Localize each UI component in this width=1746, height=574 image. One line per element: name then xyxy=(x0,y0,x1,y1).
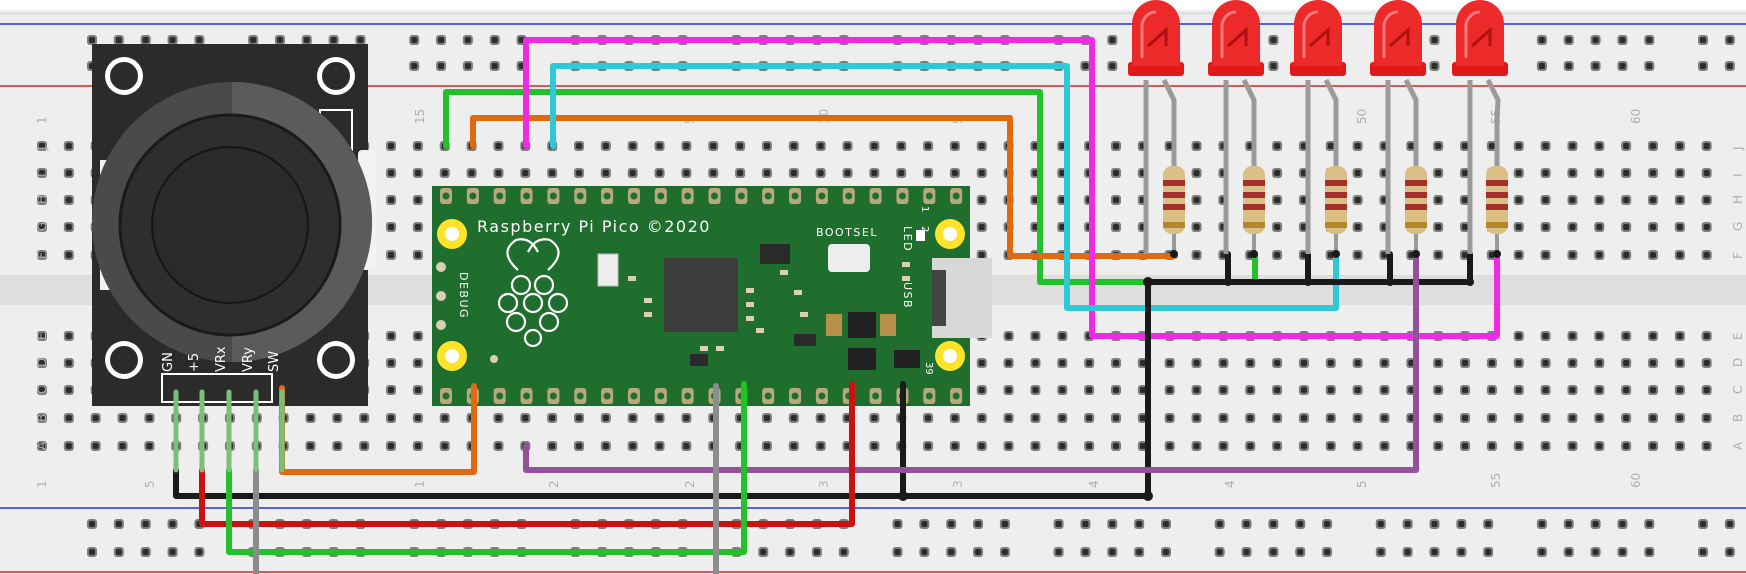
column-number: 50 xyxy=(1355,109,1369,124)
row-letter: H xyxy=(1731,195,1745,204)
row-letter: E xyxy=(35,332,49,340)
row-letter: A xyxy=(1731,441,1745,450)
row-letters-right: J I H G F E D C B A xyxy=(1731,146,1745,450)
resistor xyxy=(1163,166,1185,258)
column-number: 1 xyxy=(413,480,427,488)
led-array xyxy=(1128,0,1508,258)
wire-green-bottom xyxy=(226,381,747,555)
joystick-pin-label: VRx xyxy=(214,346,229,372)
pico-title: Raspberry Pi Pico ©2020 xyxy=(477,217,711,236)
row-letter: H xyxy=(35,195,49,204)
column-number: 60 xyxy=(1629,473,1643,488)
row-letter: C xyxy=(1731,386,1745,394)
pin-39-label: 39 xyxy=(923,362,934,375)
bootsel-button[interactable] xyxy=(828,244,870,272)
joystick-header-pins xyxy=(173,389,285,473)
column-number: 2 xyxy=(683,480,697,488)
jumper-wires xyxy=(173,37,1500,574)
column-number: 55 xyxy=(1489,473,1503,488)
joystick-pin-label: SW xyxy=(267,351,282,372)
row-letter: G xyxy=(1731,222,1745,231)
joystick-knob xyxy=(151,146,309,304)
wire-red xyxy=(199,381,855,527)
pico-castellated-pads xyxy=(440,188,963,404)
wire-black-ground xyxy=(173,279,1151,499)
led-label: LED xyxy=(901,226,914,252)
column-number: 1 xyxy=(35,480,49,488)
row-letter: J xyxy=(1731,146,1745,151)
resistor xyxy=(1325,166,1347,258)
joystick-pin-label: +5 xyxy=(187,353,202,372)
red-led xyxy=(1290,0,1346,254)
row-letter: D xyxy=(1731,358,1745,367)
red-led xyxy=(1128,0,1184,254)
wire-green-top xyxy=(443,89,1151,285)
crystal xyxy=(597,253,619,287)
column-number: 2 xyxy=(547,480,561,488)
row-letter: G xyxy=(35,222,49,231)
row-letter: I xyxy=(35,173,49,177)
row-letter: F xyxy=(1731,252,1745,259)
column-number: 1 xyxy=(35,116,49,124)
wire-magenta xyxy=(523,37,1500,339)
row-letter: E xyxy=(1731,332,1745,340)
raspberry-pi-pico: Raspberry Pi Pico ©2020 BOOTSEL DEBUG US… xyxy=(432,186,992,406)
joystick-module: GN +5 VRx VRy SW xyxy=(92,44,376,406)
column-number: 4 xyxy=(1223,480,1237,488)
row-letter: A xyxy=(35,441,49,450)
row-letter: C xyxy=(35,386,49,394)
column-number: 5 xyxy=(143,480,157,488)
resistor xyxy=(1486,166,1508,258)
column-number: 3 xyxy=(951,480,965,488)
resistor xyxy=(1243,166,1265,258)
onboard-led xyxy=(916,230,925,241)
wire-cyan xyxy=(550,63,1339,311)
raspberry-logo-icon xyxy=(497,238,569,348)
red-led xyxy=(1452,0,1508,254)
row-letter: D xyxy=(35,358,49,367)
rp2040-chip xyxy=(664,258,738,332)
column-number: 5 xyxy=(1355,480,1369,488)
joystick-pin-label: GN xyxy=(161,352,176,372)
row-letter: B xyxy=(1731,414,1745,422)
row-letters-left: J I H G F E D C B A xyxy=(35,146,49,450)
pin-2-label: 2 xyxy=(919,226,930,232)
row-letter: B xyxy=(35,414,49,422)
debug-label: DEBUG xyxy=(457,272,470,319)
red-led xyxy=(1208,0,1264,254)
resistor xyxy=(1405,166,1427,258)
column-number: 60 xyxy=(1629,109,1643,124)
joystick-header xyxy=(161,373,273,403)
red-led xyxy=(1370,0,1426,254)
row-letter: F xyxy=(35,252,49,259)
column-number: 3 xyxy=(817,480,831,488)
bootsel-label: BOOTSEL xyxy=(816,226,878,239)
joystick-pin-labels: GN +5 VRx VRy SW xyxy=(161,346,282,372)
column-number: 4 xyxy=(1087,480,1101,488)
row-letter: J xyxy=(35,146,49,151)
pin-1-label: 1 xyxy=(919,206,930,212)
wire-purple xyxy=(523,253,1419,473)
column-number: 15 xyxy=(413,109,427,124)
row-letter: I xyxy=(1731,173,1745,177)
breadboard-top-edge xyxy=(0,12,1746,15)
usb-label: USB xyxy=(901,282,914,309)
joystick-pin-label: VRy xyxy=(241,347,256,372)
